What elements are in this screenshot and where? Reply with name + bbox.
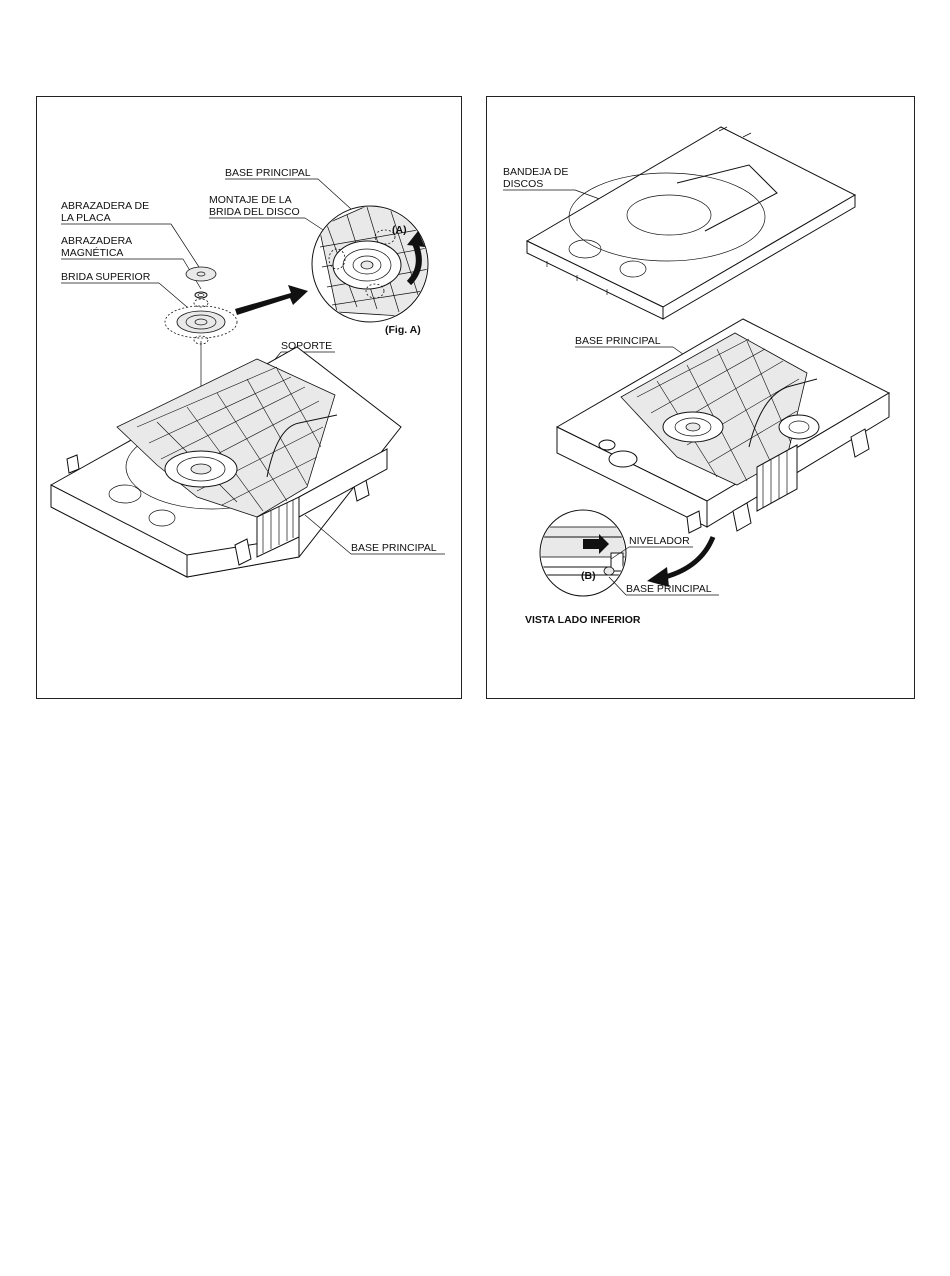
label-abrazadera-placa-2: LA PLACA [61,212,111,224]
marker-a: (A) [392,224,407,236]
upper-flange-part [165,299,237,344]
label-bandeja-1: BANDEJA DE [503,166,568,178]
label-nivelador: NIVELADOR [629,535,690,547]
leader-line [171,224,199,267]
left-diagram-panel: BASE PRINCIPAL MONTAJE DE LA BRIDA DEL D… [36,96,462,699]
disc-tray-drawing [527,127,855,319]
magnetic-clamp-part [195,292,207,298]
label-base-principal-mid: BASE PRINCIPAL [575,335,661,347]
label-soporte: SOPORTE [281,340,332,352]
left-diagram-svg: BASE PRINCIPAL MONTAJE DE LA BRIDA DEL D… [37,97,463,700]
label-brida-superior: BRIDA SUPERIOR [61,271,151,283]
marker-b: (B) [581,570,596,582]
label-base-principal-bottom: BASE PRINCIPAL [351,542,437,554]
label-montaje-1: MONTAJE DE LA [209,194,292,206]
label-montaje-2: BRIDA DEL DISCO [209,206,300,218]
caption-vista-lado-inferior: VISTA LADO INFERIOR [525,614,641,626]
fig-a-caption: (Fig. A) [385,324,421,336]
label-bandeja-2: DISCOS [503,178,543,190]
right-diagram-svg: BANDEJA DE DISCOS BASE PRINCIPAL [487,97,916,700]
leader-line [609,577,626,595]
detail-circle-fig-a [312,197,437,322]
right-diagram-panel: BANDEJA DE DISCOS BASE PRINCIPAL [486,96,915,699]
main-mechanism-drawing [51,347,401,577]
leader-line [159,283,187,307]
base-mechanism-drawing [557,319,889,533]
plate-clamp-part [186,267,216,281]
label-abrazadera-mag-2: MAGNÉTICA [61,246,123,259]
label-base-principal-bottom: BASE PRINCIPAL [626,583,712,595]
label-base-principal-top: BASE PRINCIPAL [225,167,311,179]
label-abrazadera-placa-1: ABRAZADERA DE [61,200,149,212]
direction-arrow [235,285,308,315]
label-abrazadera-mag-1: ABRAZADERA [61,235,132,247]
